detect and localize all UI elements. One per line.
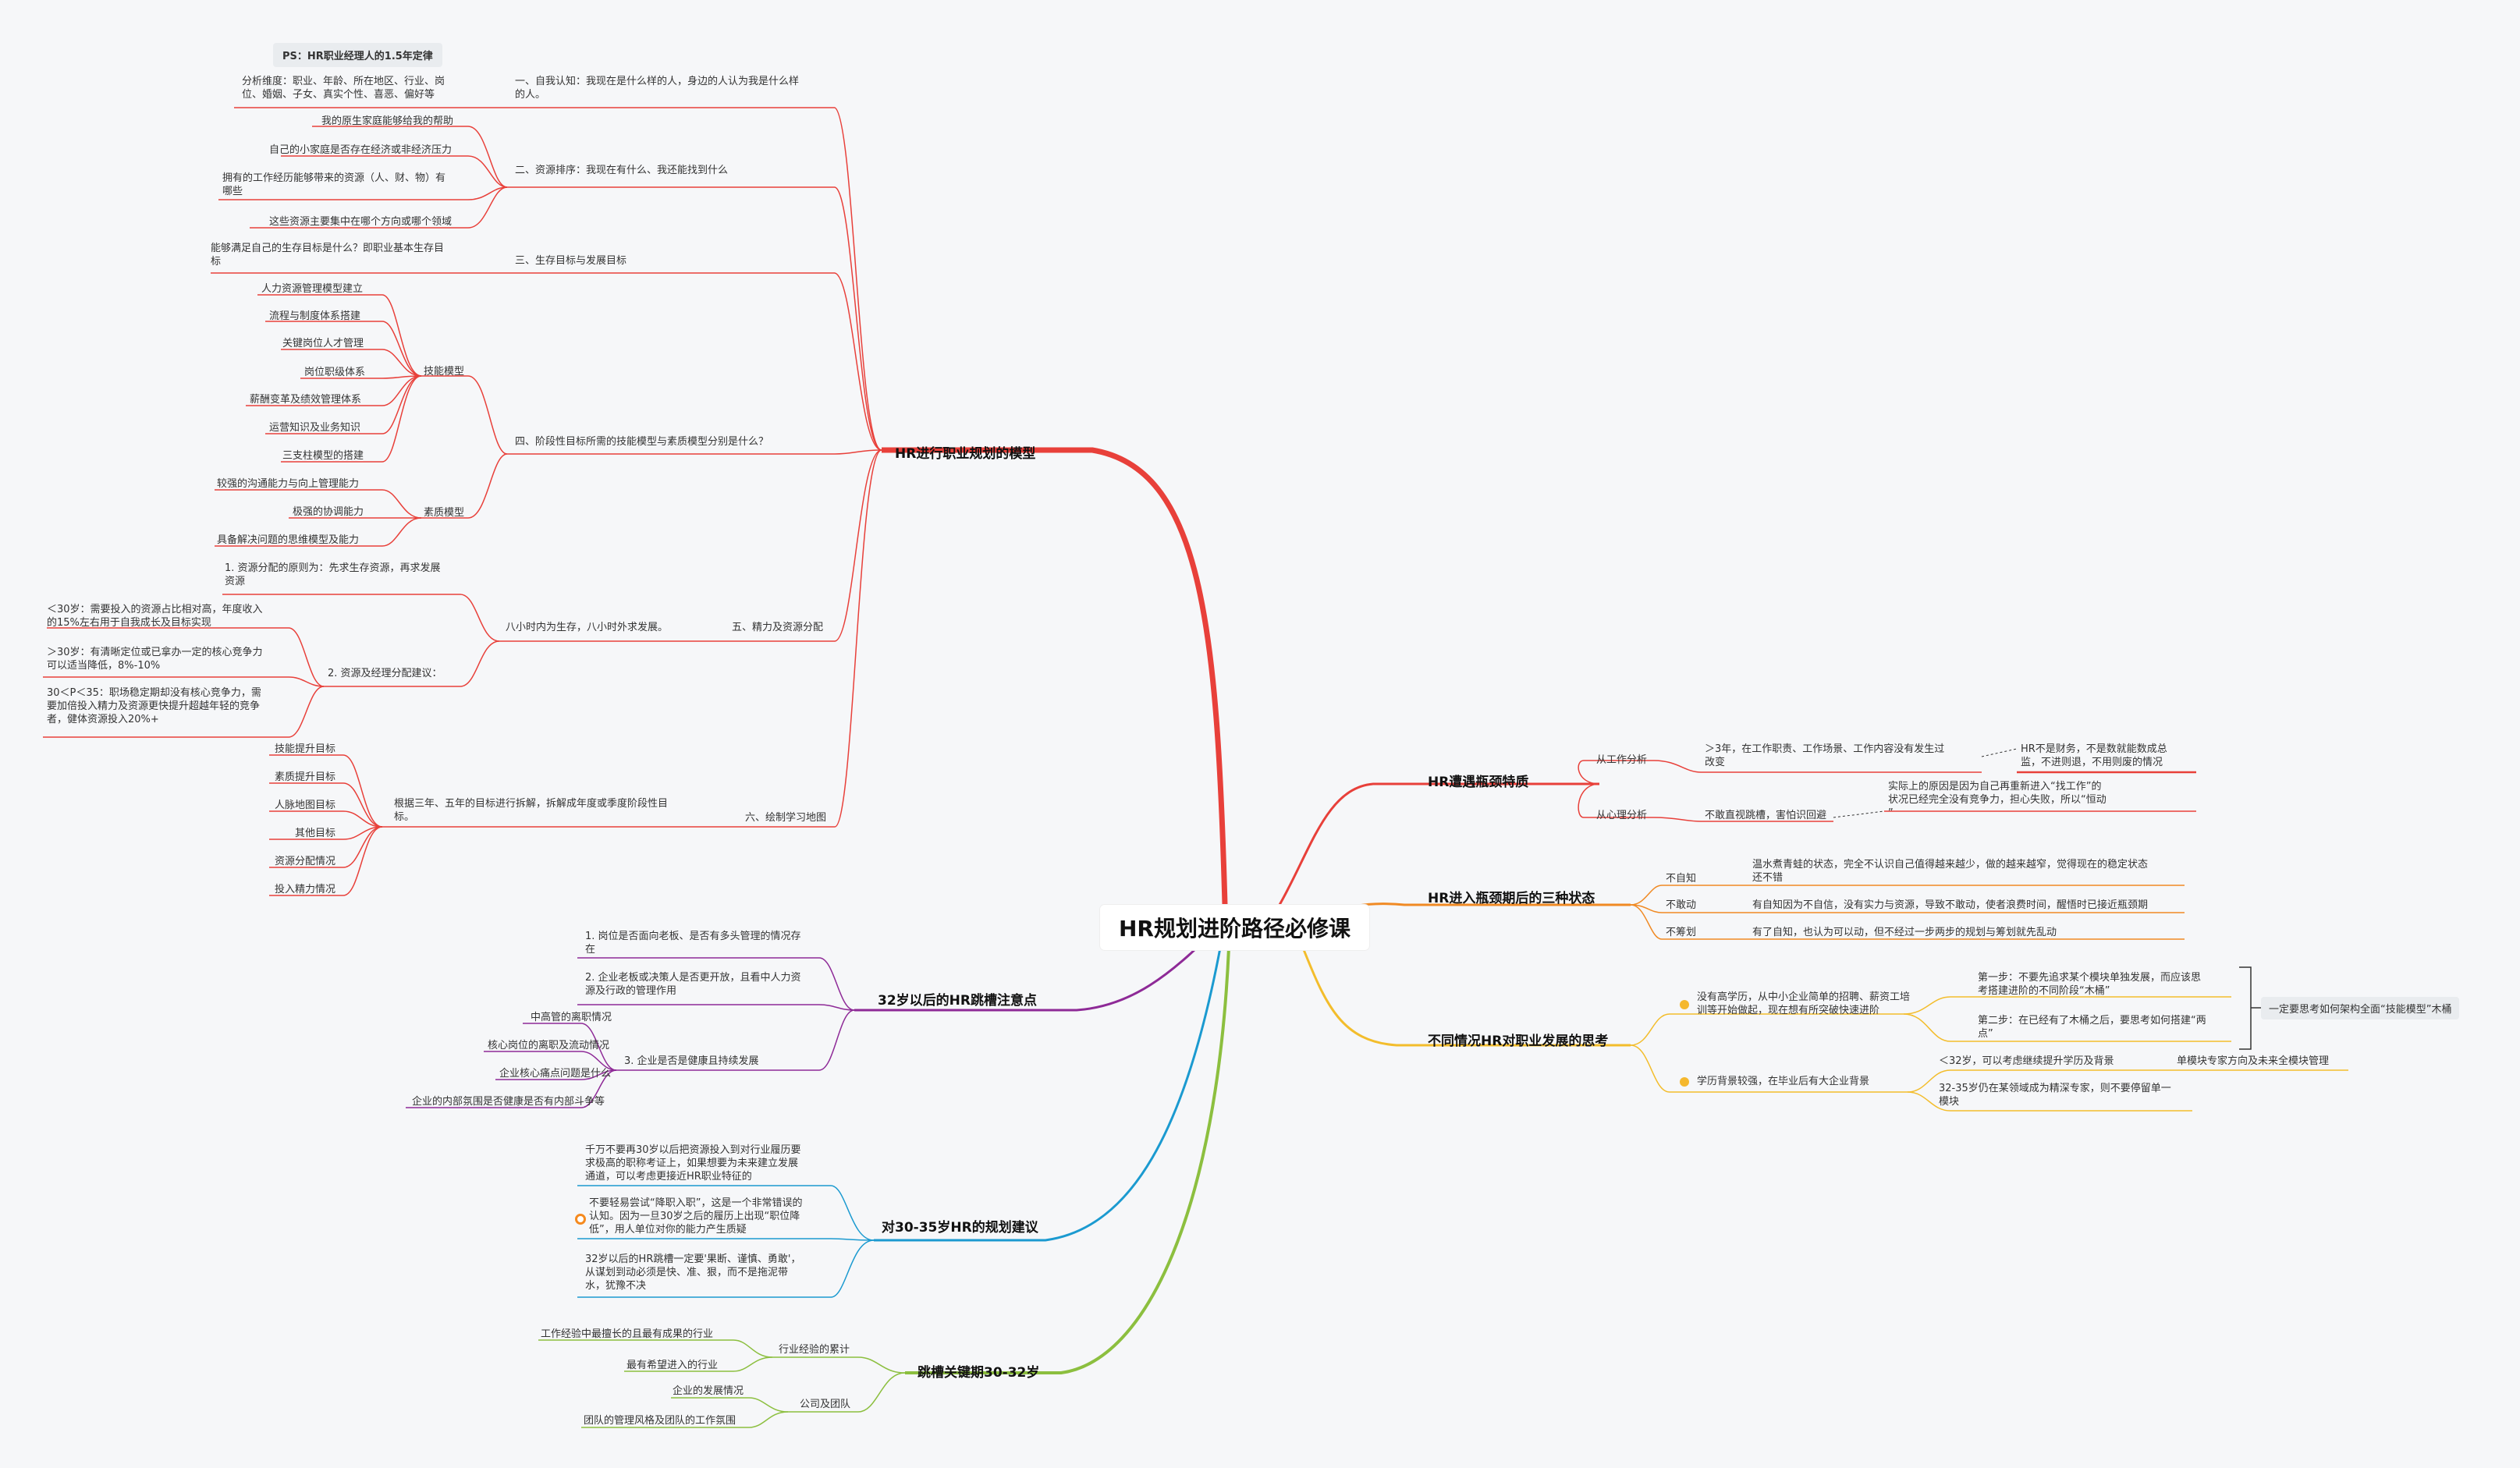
s4-skill-model[interactable]: 技能模型 [424,366,465,378]
b5-psych-item[interactable]: 不敢直视跳槽，害怕识回避 [1705,810,1827,821]
branch-career-model[interactable]: HR进行职业规划的模型 [895,446,1036,462]
s2-item[interactable]: 我的原生家庭能够给我的帮助 [321,115,454,127]
b6-state-desc[interactable]: 温水煮青蛙的状态，完全不认识自己值得越来越少，做的越来越窄，觉得现在的稳定状态 … [1752,859,2149,884]
s1-detail[interactable]: 分析维度：职业、年龄、所在地区、行业、岗 位、婚姻、子女、真实个性、喜恶、偏好等 [242,76,445,101]
s5-suggestion-item[interactable]: ＞30岁：有清晰定位或已拿办一定的核心竞争力 可以适当降低，8%-10% [47,647,263,672]
b2-sub[interactable]: 中高管的离职情况 [531,1012,612,1023]
b2-sub[interactable]: 核心岗位的离职及流动情况 [488,1040,610,1051]
b3-item[interactable]: 不要轻易尝试“降职入职”，这是一个非常错误的 认知。因为一旦30岁之后的履历上出… [589,1197,803,1236]
b2-item[interactable]: 3. 企业是否是健康且持续发展 [624,1055,759,1067]
skill-item[interactable]: 岗位职级体系 [304,367,366,378]
b3-item[interactable]: 32岁以后的HR跳槽一定要'果断、谨慎、勇敢'， 从谋划到动必须是快、准、狠，而… [585,1253,801,1292]
skill-item[interactable]: 三支柱模型的搭建 [282,450,364,462]
skill-item[interactable]: 运营知识及业务知识 [269,422,361,434]
b3-item[interactable]: 千万不要再30岁以后把资源投入到对行业履历要 求极高的职称考证上，如果想要为未来… [585,1144,801,1183]
s5-mid[interactable]: 八小时内为生存，八小时外求发展。 [506,622,669,633]
b2-sub[interactable]: 企业核心痛点问题是什么 [499,1068,612,1080]
b7-b-item[interactable]: 32-35岁仍在某领域成为精深专家，则不要停留单一 模块 [1939,1083,2171,1108]
s4-quality-model[interactable]: 素质模型 [424,507,465,519]
quality-item[interactable]: 较强的沟通能力与向上管理能力 [217,478,360,490]
b7-case-a[interactable]: 没有高学历，从中小企业简单的招聘、薪资工培 训等开始做起，现在想有所突破快速进阶 [1697,991,1911,1016]
s5-suggestion-item[interactable]: 30＜P＜35：职场稳定期却没有核心竞争力，需 要加倍投入精力及资源更快提升超越… [47,687,261,725]
s6-item[interactable]: 人脉地图目标 [275,800,336,811]
b2-sub[interactable]: 企业的内部氛围是否健康是否有内部斗争等 [412,1096,605,1108]
b6-state-key[interactable]: 不敢动 [1666,899,1697,911]
s5-energy-allocation[interactable]: 五、精力及资源分配 [732,622,824,633]
s6-item[interactable]: 技能提升目标 [275,743,336,755]
b5-work-item[interactable]: ＞3年，在工作职责、工作场景、工作内容没有发生过 改变 [1705,743,1945,768]
s3-goals[interactable]: 三、生存目标与发展目标 [515,255,627,267]
branch-30-35-advice[interactable]: 对30-35岁HR的规划建议 [882,1220,1038,1236]
branch-three-states[interactable]: HR进入瓶颈期后的三种状态 [1428,891,1595,906]
quality-item[interactable]: 具备解决问题的思维模型及能力 [217,534,360,546]
b6-state-key[interactable]: 不自知 [1666,873,1697,885]
s2-item[interactable]: 这些资源主要集中在哪个方向或哪个领域 [269,216,453,228]
b2-item[interactable]: 1. 岗位是否面向老板、是否有多头管理的情况存 在 [585,931,801,956]
b6-state-desc[interactable]: 有自知因为不自信，没有实力与资源，导致不敢动，使者浪费时间，醒悟时已接近瓶颈期 [1752,899,2149,911]
b5-psych-analysis[interactable]: 从心理分析 [1596,810,1648,821]
b4-g1-item[interactable]: 最有希望进入的行业 [626,1360,719,1371]
s6-item[interactable]: 资源分配情况 [275,856,336,867]
s4-models[interactable]: 四、阶段性目标所需的技能模型与素质模型分别是什么？ [515,436,769,448]
b6-state-key[interactable]: 不筹划 [1666,927,1697,938]
s2-resource-ranking[interactable]: 二、资源排序：我现在有什么、我还能找到什么 [515,165,729,176]
skill-item[interactable]: 人力资源管理模型建立 [261,283,364,295]
warning-dot-icon [575,1214,586,1225]
branch-bottleneck-traits[interactable]: HR遭遇瓶颈特质 [1428,775,1529,790]
b7-a-step[interactable]: 第一步：不要先追求某个模块单独发展，而应该思 考搭建进阶的不同阶段“木桶” [1978,972,2202,997]
root-topic[interactable]: HR规划进阶路径必修课 [1100,905,1369,950]
s2-item[interactable]: 自己的小家庭是否存在经济或非经济压力 [269,144,453,156]
bullet-dot-icon [1680,1000,1689,1009]
b4-industry-experience[interactable]: 行业经验的累计 [779,1344,850,1356]
b4-g2-item[interactable]: 企业的发展情况 [673,1385,744,1397]
s6-item[interactable]: 素质提升目标 [275,771,336,783]
b5-psych-note[interactable]: 实际上的原因是因为自己再重新进入“找工作”的 状况已经完全没有竞争力，担心失败，… [1888,781,2107,819]
skill-item[interactable]: 流程与制度体系搭建 [269,310,361,322]
b5-work-analysis[interactable]: 从工作分析 [1596,754,1648,766]
b4-g1-item[interactable]: 工作经验中最擅长的且最有成果的行业 [541,1328,714,1340]
s5-principle[interactable]: 1. 资源分配的原则为：先求生存资源，再求发展 资源 [225,562,441,587]
b5-work-note[interactable]: HR不是财务，不是数就能数成总 监，不进则退，不用则废的情况 [2021,743,2167,768]
skill-item[interactable]: 薪酬变革及绩效管理体系 [250,394,362,406]
note-ps: PS：HR职业经理人的1.5年定律 [273,43,442,67]
b7-b-note[interactable]: 单模块专家方向及未来全模块管理 [2177,1055,2330,1067]
skill-item[interactable]: 关键岗位人才管理 [282,338,364,349]
branch-development-thinking[interactable]: 不同情况HR对职业发展的思考 [1428,1034,1609,1049]
quality-item[interactable]: 极强的协调能力 [293,506,364,518]
s6-item[interactable]: 其他目标 [295,828,336,839]
branch-after-32-notes[interactable]: 32岁以后的HR跳槽注意点 [878,993,1037,1009]
s5-suggestion-item[interactable]: ＜30岁：需要投入的资源占比相对高，年度收入 的15%左右用于自我成长及目标实现 [47,604,263,629]
bullet-dot-icon [1680,1077,1689,1087]
b7-case-b[interactable]: 学历背景较强，在毕业后有大企业背景 [1697,1076,1870,1087]
s5-suggestion[interactable]: 2. 资源及经理分配建议： [328,668,442,679]
s3-detail[interactable]: 能够满足自己的生存目标是什么？即职业基本生存目 标 [211,243,445,268]
b4-g2-item[interactable]: 团队的管理风格及团队的工作氛围 [584,1415,736,1427]
s6-mid[interactable]: 根据三年、五年的目标进行拆解，拆解成年度或季度阶段性目 标。 [394,798,669,823]
b2-item[interactable]: 2. 企业老板或决策人是否更开放，且看中人力资 源及行政的管理作用 [585,972,801,997]
branch-job-hop-critical[interactable]: 跳槽关键期30-32岁 [917,1365,1040,1381]
s1-self-awareness[interactable]: 一、自我认知：我现在是什么样的人，身边的人认为我是什么样 的人。 [515,76,800,101]
s6-item[interactable]: 投入精力情况 [275,884,336,895]
b7-b-item[interactable]: ＜32岁，可以考虑继续提升学历及背景 [1939,1055,2114,1067]
b7-a-step[interactable]: 第二步：在已经有了木桶之后，要思考如何搭建“两 点” [1978,1015,2206,1040]
b7-bracket-note[interactable]: 一定要思考如何架构全面“技能模型”木桶 [2261,997,2460,1019]
s6-learning-map[interactable]: 六、绘制学习地图 [745,812,827,824]
b6-state-desc[interactable]: 有了自知，也认为可以动，但不经过一步两步的规划与筹划就先乱动 [1752,927,2057,938]
s2-item[interactable]: 拥有的工作经历能够带来的资源（人、财、物）有 哪些 [222,172,446,197]
b4-company-team[interactable]: 公司及团队 [800,1399,851,1410]
